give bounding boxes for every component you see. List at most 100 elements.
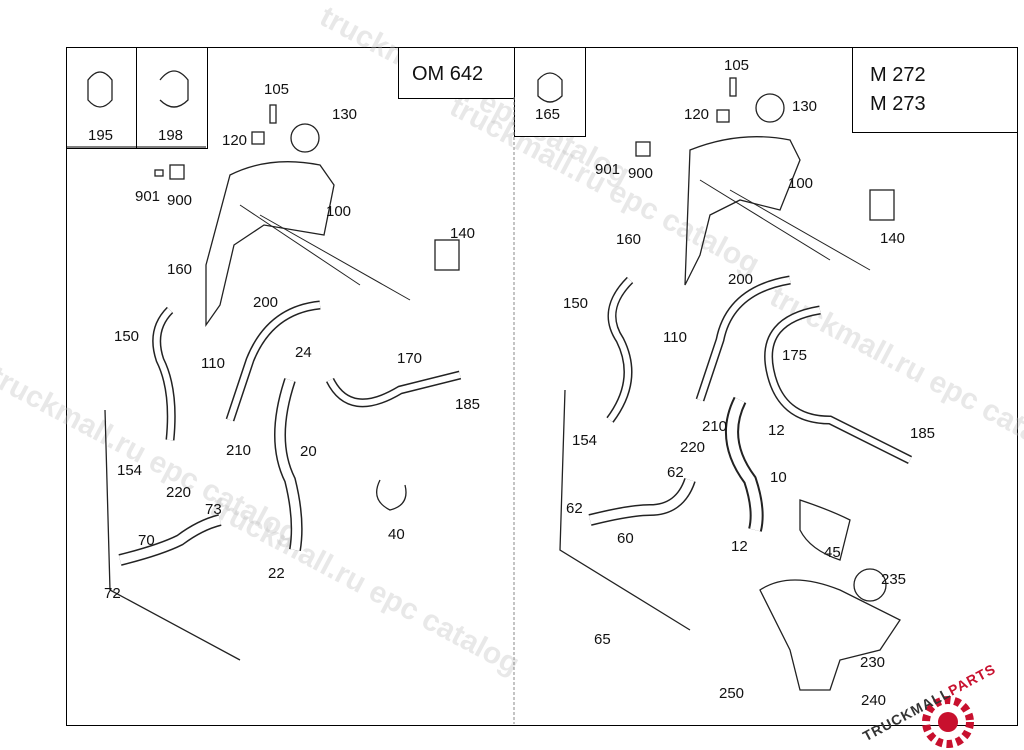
part-number-230[interactable]: 230 <box>860 654 886 671</box>
part-number-220[interactable]: 220 <box>680 439 706 456</box>
hose-10-inner <box>727 397 762 532</box>
left-drawing <box>87 70 462 661</box>
part-number-120[interactable]: 120 <box>222 132 248 149</box>
part-number-198[interactable]: 198 <box>158 127 184 144</box>
part-number-105[interactable]: 105 <box>724 57 750 74</box>
part-number-120[interactable]: 120 <box>684 106 710 123</box>
part-number-105[interactable]: 105 <box>264 81 290 98</box>
radiator-outline <box>104 409 241 661</box>
part-number-12[interactable]: 12 <box>768 422 785 439</box>
part-number-150[interactable]: 150 <box>563 295 589 312</box>
part-number-65[interactable]: 65 <box>594 631 611 648</box>
part-number-220[interactable]: 220 <box>166 484 192 501</box>
part-number-185[interactable]: 185 <box>455 396 481 413</box>
part-number-165[interactable]: 165 <box>535 106 561 123</box>
part-number-60[interactable]: 60 <box>617 530 634 547</box>
part-number-900[interactable]: 900 <box>628 165 654 182</box>
part-number-170[interactable]: 170 <box>397 350 423 367</box>
part-number-210[interactable]: 210 <box>226 442 252 459</box>
hose-60-inner <box>588 478 695 525</box>
part-number-175[interactable]: 175 <box>782 347 808 364</box>
part-number-110[interactable]: 110 <box>201 355 225 372</box>
hose-150-inner <box>607 277 633 422</box>
part-number-72[interactable]: 72 <box>104 585 121 602</box>
part-number-154[interactable]: 154 <box>572 432 598 449</box>
part-number-154[interactable]: 154 <box>117 462 143 479</box>
part-900-drawing <box>169 164 185 180</box>
diagram-frame <box>66 47 1018 726</box>
part-number-130[interactable]: 130 <box>332 106 358 123</box>
part-number-12[interactable]: 12 <box>731 538 748 555</box>
engine-label-box-right <box>852 47 1018 133</box>
gear-logo-icon <box>922 696 974 748</box>
clip-40-drawing <box>376 479 407 511</box>
part-120-drawing <box>251 131 265 145</box>
part-120-drawing <box>716 109 730 123</box>
part-number-185[interactable]: 185 <box>910 425 936 442</box>
part-number-10[interactable]: 10 <box>770 469 787 486</box>
part-number-73[interactable]: 73 <box>205 501 222 518</box>
hose-175-inner <box>765 307 912 463</box>
part-number-62[interactable]: 62 <box>667 464 684 481</box>
seal-ring-235-drawing <box>853 568 887 602</box>
part-number-240[interactable]: 240 <box>861 692 887 709</box>
part-number-130[interactable]: 130 <box>792 98 818 115</box>
engine-label-m273: M 273 <box>870 93 926 115</box>
part-number-70[interactable]: 70 <box>138 532 155 549</box>
hose-170-inner <box>327 372 461 406</box>
sensor-105-drawing <box>269 104 277 124</box>
hose-200-inner <box>227 302 321 421</box>
inset-box-165 <box>514 47 586 137</box>
part-number-150[interactable]: 150 <box>114 328 140 345</box>
inset-box-195 <box>66 47 138 149</box>
clamp-140-drawing <box>869 189 895 221</box>
clamp-198-drawing <box>159 70 189 108</box>
part-number-195[interactable]: 195 <box>88 127 114 144</box>
right-drawing <box>537 72 913 691</box>
leader-line <box>699 179 831 261</box>
part-number-200[interactable]: 200 <box>253 294 279 311</box>
part-number-160[interactable]: 160 <box>167 261 193 278</box>
clamp-165-drawing <box>537 72 563 103</box>
shield-45-drawing <box>799 499 851 561</box>
part-number-140[interactable]: 140 <box>880 230 906 247</box>
leader-line <box>239 204 361 286</box>
sensor-105-drawing <box>729 77 737 97</box>
part-number-200[interactable]: 200 <box>728 271 754 288</box>
part-number-24[interactable]: 24 <box>295 344 312 361</box>
engine-label-om642: OM 642 <box>412 63 484 85</box>
part-number-100[interactable]: 100 <box>788 175 814 192</box>
hose-20-inner <box>275 378 302 551</box>
cap-130-drawing <box>290 123 320 153</box>
leader-line <box>729 189 871 271</box>
part-number-40[interactable]: 40 <box>388 526 405 543</box>
hose-175-outer <box>764 305 913 465</box>
part-number-900[interactable]: 900 <box>167 192 193 209</box>
part-number-160[interactable]: 160 <box>616 231 642 248</box>
part-number-235[interactable]: 235 <box>881 571 907 588</box>
part-number-210[interactable]: 210 <box>702 418 728 435</box>
part-number-110[interactable]: 110 <box>663 329 687 346</box>
part-number-100[interactable]: 100 <box>326 203 352 220</box>
part-number-901[interactable]: 901 <box>135 188 161 205</box>
inset-box-198 <box>136 47 208 149</box>
thermostat-housing-230-drawing <box>759 579 901 691</box>
hose-200-inner <box>697 277 791 401</box>
part-901-drawing <box>154 169 164 177</box>
part-number-22[interactable]: 22 <box>268 565 285 582</box>
hose-70-inner <box>118 515 222 565</box>
part-number-140[interactable]: 140 <box>450 225 476 242</box>
clamp-195-drawing <box>87 71 113 108</box>
coolant-reservoir-drawing <box>684 136 801 286</box>
part-number-20[interactable]: 20 <box>300 443 317 460</box>
part-number-901[interactable]: 901 <box>595 161 621 178</box>
part-number-250[interactable]: 250 <box>719 685 745 702</box>
radiator-outline <box>559 389 691 631</box>
clamp-140-drawing <box>434 239 460 271</box>
engine-label-m272: M 272 <box>870 64 926 86</box>
part-number-62[interactable]: 62 <box>566 500 583 517</box>
hose-150-inner <box>153 307 175 441</box>
part-number-45[interactable]: 45 <box>824 544 841 561</box>
